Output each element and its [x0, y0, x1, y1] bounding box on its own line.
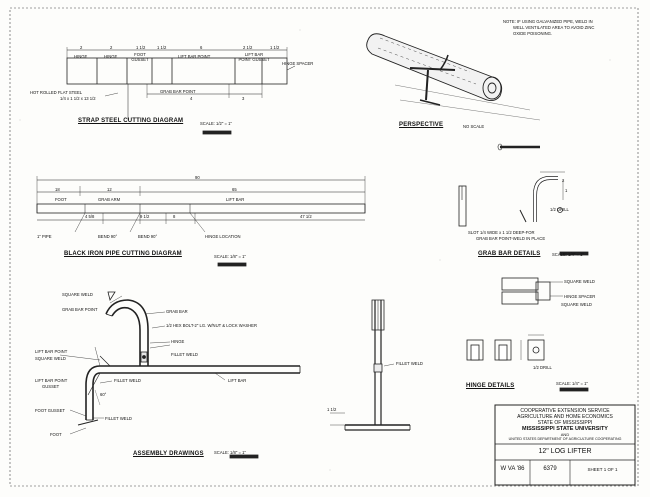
galvanized-note-2: WELL VENTILATED AREA TO AVOID ZINC — [513, 25, 595, 30]
grab-dim-2: 2 — [562, 178, 565, 183]
strap-title: STRAP STEEL CUTTING DIAGRAM — [78, 118, 184, 124]
strap-dim-5: 6 — [200, 45, 203, 50]
strap-hinge-spacer: HINGE SPACER — [282, 61, 314, 66]
grab-slot-2: GRAB BAR POINT-WELD IN PLACE — [476, 236, 546, 241]
title-block-lines — [494, 404, 636, 486]
asm-foot-gusset: FOOT GUSSET — [35, 408, 65, 413]
side-fillet-weld: FILLET WELD — [396, 361, 423, 366]
galvanized-note-3: OXIDE POISONING. — [513, 31, 553, 36]
tb-project: 12" LOG LIFTER — [538, 448, 592, 455]
pipe-dim-9-5: 9 1/2 — [140, 214, 150, 219]
hinge-spacer: HINGE SPACER — [564, 294, 596, 299]
pipe-one-inch: 1" PIPE — [37, 234, 52, 239]
tb-line-1: COOPERATIVE EXTENSION SERVICE — [520, 408, 610, 414]
strap-dim-1: 2 — [80, 45, 83, 50]
asm-lift-bar-point: LIFT BAR POINT — [35, 349, 68, 354]
strap-dim-3b: 3 — [242, 96, 245, 101]
perspective-sketch — [366, 33, 541, 121]
hinge-drill: 1/2 DRILL — [533, 365, 552, 370]
strap-grab-bar-point: GRAB BAR POINT — [160, 89, 196, 94]
pipe-diagram — [36, 176, 366, 267]
hinge-title: HINGE DETAILS — [466, 383, 515, 389]
strap-dim-4: 1 1/2 — [157, 45, 167, 50]
pipe-foot: FOOT — [55, 197, 67, 202]
asm-fillet-weld-2: FILLET WELD — [114, 378, 141, 383]
strap-seg-foot-gusset: FOOT GUSSET — [131, 52, 149, 62]
pipe-dim-8: 8 — [173, 214, 176, 219]
grab-title: GRAB BAR DETAILS — [478, 251, 541, 257]
pipe-dim-47: 47 1/2 — [300, 214, 312, 219]
grab-slot-1: SLOT 1/4 WIDE x 1 1/2 DEEP-FOR — [468, 230, 535, 235]
assembly-scale: SCALE: 1/8" = 1" — [214, 450, 246, 455]
grab-dim-1: 1 — [565, 188, 568, 193]
asm-square-weld: SQUARE WELD — [62, 292, 93, 297]
hinge-details — [466, 277, 589, 392]
asm-grab-bar: GRAB BAR — [166, 309, 188, 314]
pipe-dim-4-5: 4 5/8 — [85, 214, 95, 219]
strap-dim-7: 1 1/2 — [270, 45, 280, 50]
tb-sheet: SHEET 1 OF 1 — [587, 467, 618, 472]
galvanized-note-1: NOTE: IF USING GALVANIZED PIPE, WELD IN — [503, 19, 593, 24]
pipe-scale: SCALE: 1/8" = 1" — [214, 254, 246, 259]
pipe-dim-total: 90 — [195, 175, 200, 180]
assembly-drawing — [59, 291, 301, 459]
asm-lift-bar: LIFT BAR — [228, 378, 247, 383]
pipe-hinge-location: HINGE LOCATION — [205, 234, 241, 239]
strap-steel-strip — [66, 47, 296, 135]
tb-drawn: W VA '86 — [500, 466, 525, 472]
tb-line-5: AND — [560, 432, 570, 437]
pipe-bend-2: BEND 90° — [138, 234, 158, 239]
pipe-grab-arm: GRAB ARM — [98, 197, 121, 202]
asm-square-weld-2: SQUARE WELD — [35, 356, 66, 361]
strap-scale: SCALE: 1/2" = 1" — [200, 121, 232, 126]
perspective-title: PERSPECTIVE — [399, 122, 444, 128]
grab-scale: SCALE: 1/4" = 1" — [552, 252, 584, 257]
asm-angle: 60° — [100, 392, 107, 397]
strap-seg-lbp-gusset: LIFT BAR POINT GUSSET — [238, 52, 270, 62]
strap-dim-6: 2 1/2 — [243, 45, 253, 50]
pipe-bend-1: BEND 90° — [98, 234, 118, 239]
strap-dim-4b: 4 — [190, 96, 193, 101]
asm-lbp-gusset-1: LIFT BAR POINT — [35, 378, 68, 383]
asm-grab-bar-point: GRAB BAR POINT — [62, 307, 98, 312]
tb-line-3: STATE OF MISSISSIPPI — [537, 420, 593, 426]
hinge-scale: SCALE: 1/4" = 1" — [556, 381, 588, 386]
asm-fillet-weld-3: FILLET WELD — [105, 416, 132, 421]
asm-foot: FOOT — [50, 432, 62, 437]
strap-dim-2: 2 — [110, 45, 113, 50]
grab-drill: 1/2 DRILL — [550, 207, 569, 212]
asm-lbp-gusset-2: GUSSET — [42, 384, 60, 389]
strap-hot-rolled-2: 1/4 x 1 1/2 x 13 1/2 — [60, 96, 96, 101]
pipe-lift-bar: LIFT BAR — [226, 197, 245, 202]
side-dim: 1 1/2 — [327, 407, 337, 412]
tb-line-6: UNITED STATES DEPARTMENT OF AGRICULTURE … — [508, 437, 622, 441]
pipe-dim-12: 12 — [107, 187, 112, 192]
hinge-square-weld-2: SQUARE WELD — [561, 302, 592, 307]
strap-seg-lift-bar-point: LIFT BAR POINT — [178, 54, 211, 59]
assembly-title: ASSEMBLY DRAWINGS — [133, 451, 204, 457]
tb-line-2: AGRICULTURE AND HOME ECONOMICS — [517, 414, 613, 420]
strap-seg-hinge-1: HINGE — [74, 54, 88, 59]
perspective-scale: NO SCALE — [463, 124, 485, 129]
strap-dim-3: 1 1/2 — [136, 45, 146, 50]
hinge-square-weld: SQUARE WELD — [564, 279, 595, 284]
grab-bar-details — [458, 143, 589, 256]
strap-seg-hinge-2: HINGE — [104, 54, 118, 59]
asm-hinge: HINGE — [171, 339, 185, 344]
side-view — [330, 299, 411, 431]
strap-hot-rolled-1: HOT ROLLED FLAT STEEL — [30, 90, 83, 95]
pipe-dim-18: 18 — [55, 187, 60, 192]
tb-number: 6379 — [543, 466, 557, 472]
asm-hex-bolt: 1/2 HEX BOLT-2" LG. W/NUT & LOCK WASHER — [166, 323, 257, 328]
tb-line-4: MISSISSIPPI STATE UNIVERSITY — [522, 426, 608, 432]
pipe-title: BLACK IRON PIPE CUTTING DIAGRAM — [64, 251, 182, 257]
pipe-dim-65: 65 — [232, 187, 237, 192]
asm-fillet-weld: FILLET WELD — [171, 352, 198, 357]
